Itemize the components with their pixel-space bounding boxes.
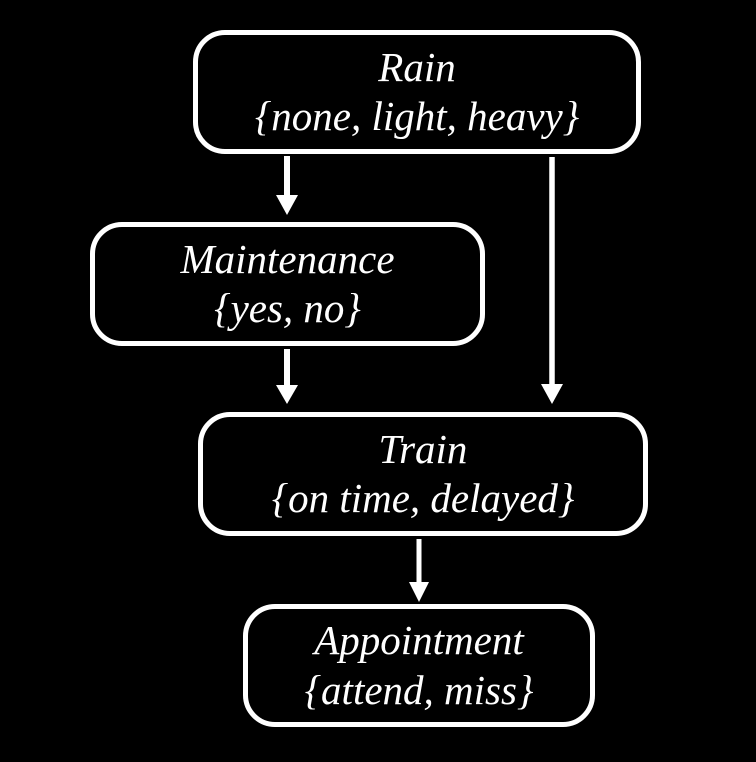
node-train-label: Train: [378, 425, 468, 472]
edge-rain-train: [541, 157, 563, 404]
edge-train-appointment: [409, 539, 429, 602]
node-maintenance-domain: {yes, no}: [214, 285, 361, 331]
node-rain: Rain {none, light, heavy}: [193, 30, 641, 154]
node-maintenance-label: Maintenance: [180, 235, 395, 282]
node-maintenance: Maintenance {yes, no}: [90, 222, 485, 346]
node-rain-label: Rain: [378, 43, 456, 90]
node-rain-domain: {none, light, heavy}: [254, 93, 580, 139]
node-train: Train {on time, delayed}: [198, 412, 648, 536]
node-appointment-domain: {attend, miss}: [304, 666, 534, 713]
node-appointment-label: Appointment: [314, 617, 524, 664]
node-appointment: Appointment {attend, miss}: [243, 604, 595, 727]
edge-maintenance-train: [276, 349, 298, 404]
edge-rain-maintenance: [276, 156, 298, 215]
node-train-domain: {on time, delayed}: [271, 475, 575, 521]
